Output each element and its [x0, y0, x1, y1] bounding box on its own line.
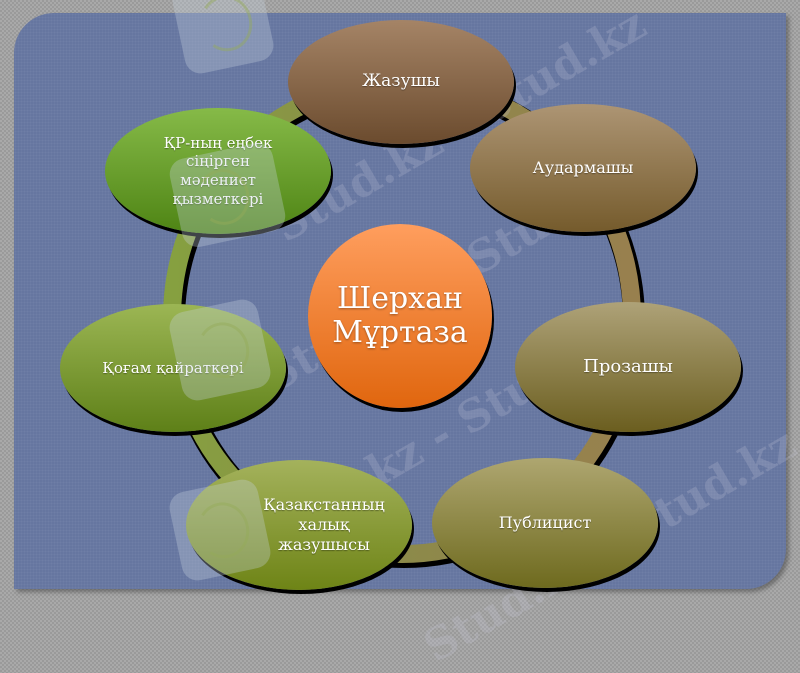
node-translator[interactable]: Аудармашы [470, 104, 696, 232]
center-node-line2: Мұртаза [332, 315, 468, 350]
node-honored-line3: мәдениет [180, 171, 256, 189]
node-prose-writer[interactable]: Прозашы [515, 302, 741, 432]
node-peoples-writer-line1: Қазақстанның [263, 495, 385, 514]
node-honored-cultural-worker[interactable]: ҚР-ның еңбек сіңірген мәдениет қызметкер… [105, 108, 331, 234]
node-publicist-label: Публицист [498, 513, 592, 532]
node-peoples-writer[interactable]: Қазақстанның халық жазушысы [186, 460, 412, 590]
node-translator-label: Аудармашы [532, 158, 634, 177]
node-honored-line1: ҚР-ның еңбек [163, 133, 273, 152]
node-peoples-writer-line3: жазушысы [278, 535, 370, 554]
node-prose-writer-label: Прозашы [583, 355, 673, 377]
node-public-figure-label: Қоғам қайраткері [102, 358, 244, 377]
node-public-figure[interactable]: Қоғам қайраткері [60, 304, 286, 432]
node-honored-line2: сіңірген [186, 152, 250, 171]
node-writer-label: Жазушы [362, 71, 440, 92]
node-honored-line4: қызметкері [172, 189, 264, 208]
node-peoples-writer-line2: халық [298, 515, 350, 534]
node-writer[interactable]: Жазушы [288, 20, 514, 144]
center-node-sherkhan-murtaza[interactable]: Шерхан Мұртаза [308, 224, 492, 408]
node-publicist[interactable]: Публицист [432, 458, 658, 588]
center-node-line1: Шерхан [336, 280, 463, 316]
